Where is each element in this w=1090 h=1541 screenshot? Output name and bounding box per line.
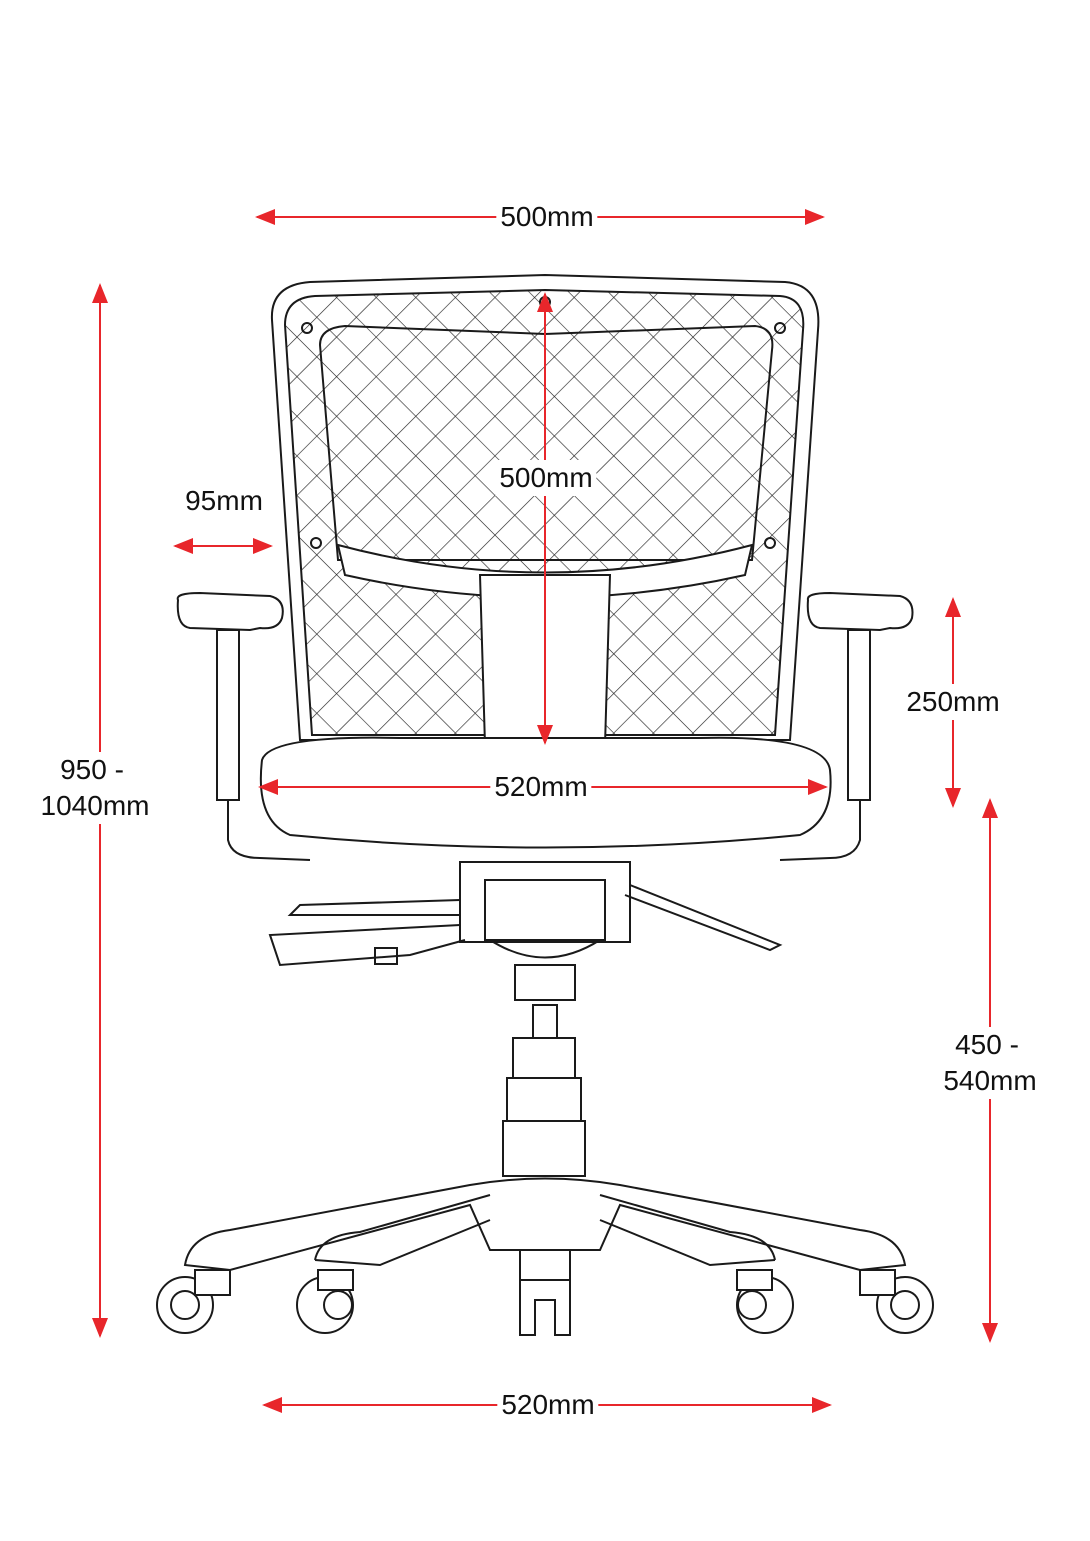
- casters: [156, 1269, 934, 1336]
- seat-height-label-line1: 450 -: [951, 1027, 1023, 1063]
- seat-width-label: 520mm: [490, 769, 592, 805]
- seat-mechanism: [459, 861, 631, 943]
- armrest-height-label: 250mm: [902, 684, 1004, 720]
- seat-height-label-line2: 540mm: [939, 1063, 1041, 1099]
- gas-cylinder: [532, 1004, 558, 1041]
- lumbar-depth-label: 95mm: [185, 485, 263, 516]
- overall-height-label-line1: 950 -: [56, 752, 128, 788]
- backrest-height-label: 500mm: [495, 460, 597, 496]
- chair-base: [183, 1177, 907, 1272]
- base-width-label: 520mm: [497, 1387, 599, 1423]
- overall-height-label-line2: 1040mm: [36, 788, 154, 824]
- left-armrest: [176, 591, 284, 632]
- right-armrest: [806, 591, 914, 632]
- backrest-width-label: 500mm: [496, 199, 598, 235]
